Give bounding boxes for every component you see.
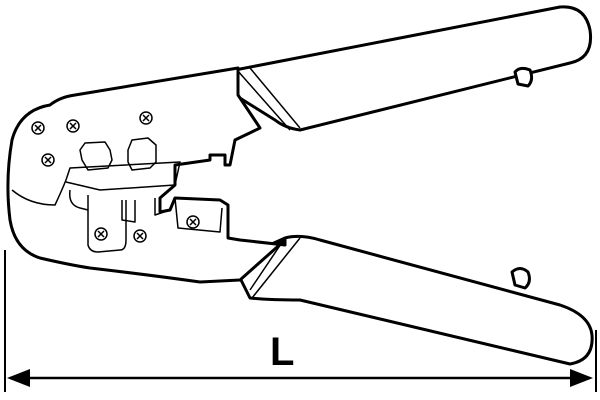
rj11-die xyxy=(127,137,157,171)
rj45-die xyxy=(79,141,113,171)
screws xyxy=(31,111,200,243)
lower-handle xyxy=(230,234,594,366)
upper-handle xyxy=(233,5,593,132)
dimension-label: L xyxy=(270,330,295,374)
arrow-right-icon xyxy=(570,369,593,387)
dimension-line xyxy=(4,250,597,392)
arrow-left-icon xyxy=(7,369,30,387)
